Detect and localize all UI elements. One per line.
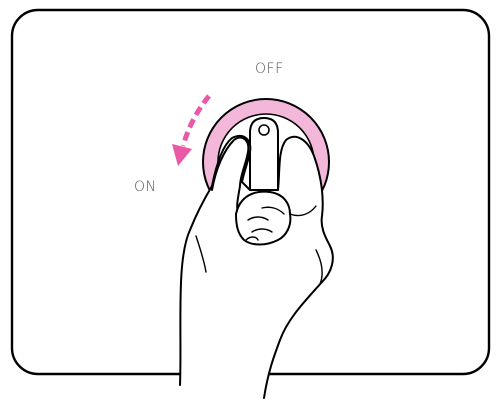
on-label: ON	[134, 179, 157, 195]
arrow-shaft-dashed	[183, 96, 209, 146]
arrow-head	[172, 144, 192, 166]
off-label: OFF	[255, 61, 284, 77]
knob-lever-hole	[259, 125, 269, 135]
